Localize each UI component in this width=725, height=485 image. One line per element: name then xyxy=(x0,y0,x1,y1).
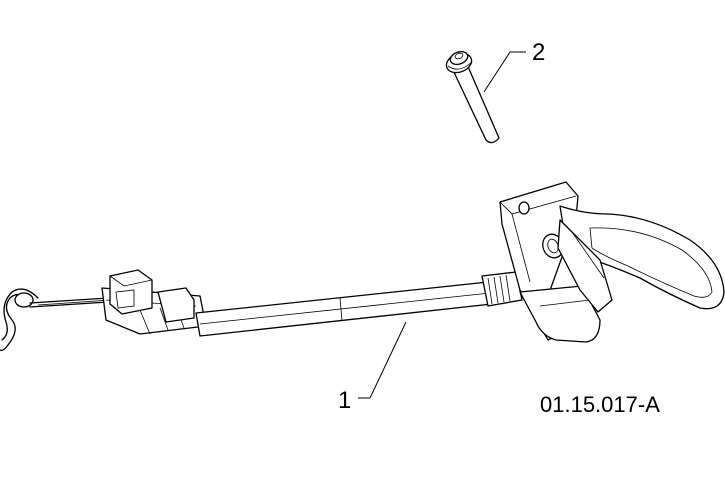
part-2-pin xyxy=(445,50,500,144)
part-1-cable-assembly xyxy=(0,181,725,352)
callout-1-label: 1 xyxy=(338,387,351,414)
callout-2-label: 2 xyxy=(532,39,545,66)
reference-code: 01.15.017-A xyxy=(540,392,660,417)
leader-line-1 xyxy=(358,321,407,399)
leader-line-2 xyxy=(483,51,526,93)
